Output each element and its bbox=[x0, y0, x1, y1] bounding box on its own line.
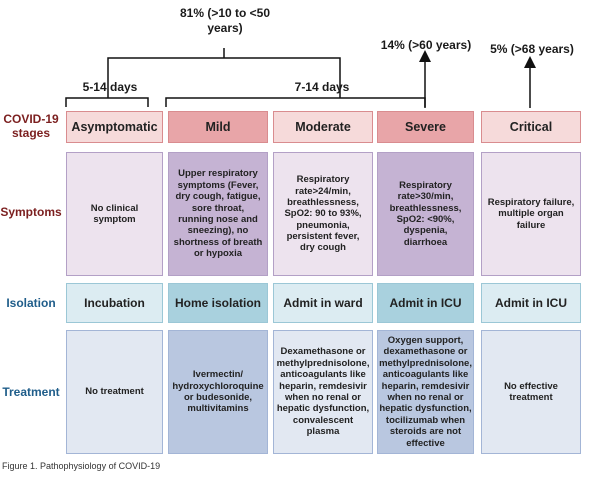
symptoms-critical: Respiratory failure, multiple organ fail… bbox=[481, 152, 581, 276]
symptoms-asymptomatic: No clinical symptom bbox=[66, 152, 163, 276]
mild-moderate-days-label: 7-14 days bbox=[294, 80, 350, 94]
row-label-isolation: Isolation bbox=[6, 296, 56, 310]
isolation-mild: Home isolation bbox=[168, 283, 268, 323]
treatment-asymptomatic: No treatment bbox=[66, 330, 163, 454]
treatment-mild: Ivermectin/ hydroxychloroquine or budeso… bbox=[168, 330, 268, 454]
row-label-stages: COVID-19 stages bbox=[3, 112, 59, 140]
treatment-moderate: Dexamethasone or methylprednisolone, ant… bbox=[273, 330, 373, 454]
isolation-moderate: Admit in ward bbox=[273, 283, 373, 323]
isolation-critical: Admit in ICU bbox=[481, 283, 581, 323]
top-percent-label: 81% (>10 to <50 years) bbox=[179, 6, 271, 35]
treatment-severe: Oxygen support, dexamethasone or methylp… bbox=[377, 330, 474, 454]
symptoms-moderate: Respiratory rate>24/min, breathlessness,… bbox=[273, 152, 373, 276]
figure-caption: Figure 1. Pathophysiology of COVID-19 bbox=[2, 461, 161, 471]
row-label-symptoms: Symptoms bbox=[0, 205, 62, 219]
isolation-severe: Admit in ICU bbox=[377, 283, 474, 323]
stage-critical: Critical bbox=[481, 111, 581, 143]
asym-bracket bbox=[65, 97, 149, 107]
row-label-treatment: Treatment bbox=[2, 385, 60, 399]
mild-moderate-bracket bbox=[165, 97, 426, 107]
isolation-asymptomatic: Incubation bbox=[66, 283, 163, 323]
stage-asymptomatic: Asymptomatic bbox=[66, 111, 163, 143]
stage-severe: Severe bbox=[377, 111, 474, 143]
top-bracket bbox=[107, 57, 341, 80]
symptoms-severe: Respiratory rate>30/min, breathlessness,… bbox=[377, 152, 474, 276]
treatment-critical: No effective treatment bbox=[481, 330, 581, 454]
severe-percent-label: 14% (>60 years) bbox=[380, 38, 472, 52]
symptoms-mild: Upper respiratory symptoms (Fever, dry c… bbox=[168, 152, 268, 276]
stage-moderate: Moderate bbox=[273, 111, 373, 143]
asym-days-label: 5-14 days bbox=[82, 80, 138, 94]
critical-percent-label: 5% (>68 years) bbox=[490, 42, 574, 56]
stage-mild: Mild bbox=[168, 111, 268, 143]
